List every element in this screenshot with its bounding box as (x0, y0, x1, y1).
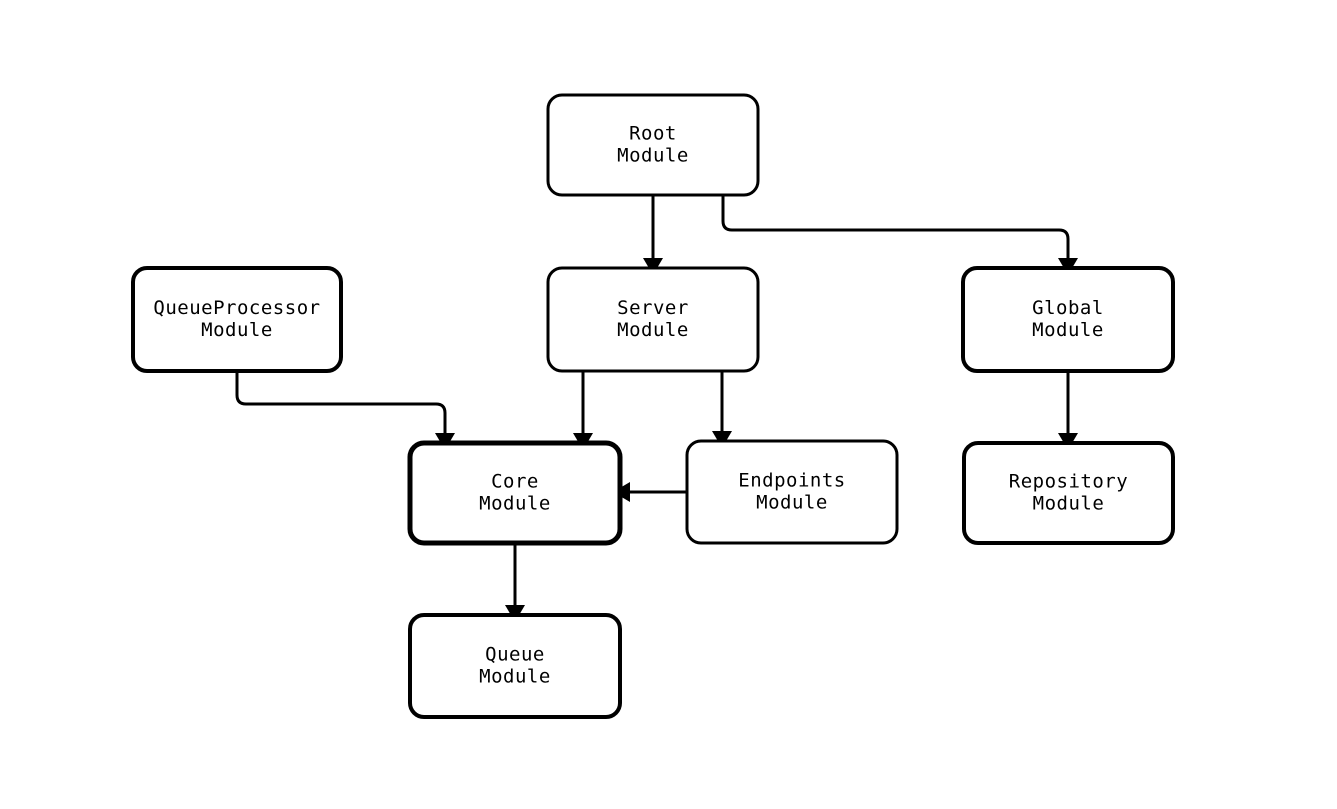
node-label-line2-endpoints: Module (756, 492, 828, 514)
nodes-layer: RootModuleQueueProcessorModuleServerModu… (131, 93, 1175, 719)
edges-layer (235, 195, 1078, 622)
node-box-endpoints[interactable] (685, 439, 899, 545)
edge-server-to-core (573, 371, 593, 450)
edge-global-to-repository (1058, 371, 1078, 450)
node-label-line1-root: Root (629, 123, 677, 145)
node-label-line2-queueprocessor: Module (201, 319, 273, 341)
node-label-line2-repository: Module (1033, 493, 1105, 515)
node-label-line1-queueprocessor: QueueProcessor (153, 297, 320, 319)
node-label-line1-global: Global (1032, 297, 1104, 319)
node-box-server[interactable] (546, 266, 760, 373)
node-label-line1-repository: Repository (1009, 471, 1128, 493)
edge-endpoints-to-core (613, 482, 687, 502)
node-box-root[interactable] (546, 93, 760, 197)
node-label-line2-global: Module (1032, 319, 1104, 341)
edge-line (721, 195, 1070, 258)
node-label-line1-core: Core (491, 471, 539, 493)
node-label-line2-server: Module (617, 319, 689, 341)
node-label-line1-server: Server (617, 297, 689, 319)
edge-line (235, 371, 447, 433)
node-label-line2-queue: Module (479, 666, 551, 688)
node-box-repository[interactable] (962, 441, 1175, 545)
node-label-line2-root: Module (617, 145, 689, 167)
node-label-line1-endpoints: Endpoints (738, 470, 845, 492)
edge-root-to-server (643, 195, 663, 275)
node-box-core[interactable] (407, 440, 623, 546)
edge-queueprocessor-to-core (235, 371, 455, 450)
edge-root-to-global (721, 195, 1078, 275)
node-box-global[interactable] (961, 266, 1175, 373)
node-box-queueprocessor[interactable] (131, 266, 343, 373)
edge-core-to-queue (505, 543, 525, 622)
node-label-line1-queue: Queue (485, 644, 545, 666)
node-label-line2-core: Module (479, 493, 551, 515)
edge-server-to-endpoints (712, 371, 732, 448)
node-box-queue[interactable] (408, 613, 622, 719)
